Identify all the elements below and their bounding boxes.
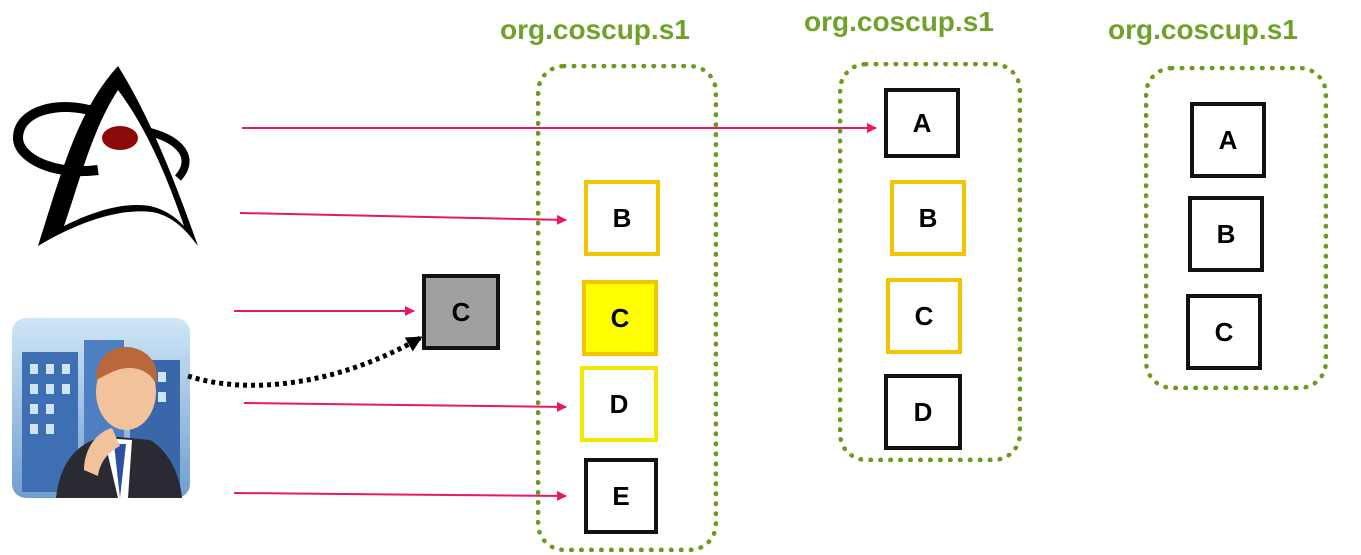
group-3-box-A: A	[1190, 102, 1266, 178]
group-1-box-C: C	[582, 280, 658, 356]
group-1-box-D: D	[580, 366, 658, 442]
arrow-person-to-D	[243, 401, 567, 412]
group-3-title: org.coscup.s1	[1108, 14, 1298, 45]
thinking-businessman-icon	[12, 318, 190, 498]
group-1-box-B: B	[584, 180, 660, 256]
group-2-box-B: B	[890, 180, 966, 256]
group-1-container	[536, 64, 718, 552]
arrow-person-to-E	[233, 490, 567, 501]
group-1-box-E: E	[584, 458, 658, 534]
dotted-arrow-person-to-C	[187, 335, 423, 388]
arrow-duke-to-B	[239, 212, 567, 225]
java-duke-icon	[12, 66, 198, 246]
group-3-container	[1144, 66, 1328, 390]
group-3-box-C: C	[1186, 294, 1262, 370]
group-1-title: org.coscup.s1	[500, 14, 690, 45]
group-2-box-C: C	[886, 278, 962, 354]
group-3-box-B: B	[1188, 196, 1264, 272]
group-2-box-D: D	[884, 374, 962, 450]
group-2-container	[838, 62, 1022, 462]
group-2-title: org.coscup.s1	[804, 6, 994, 37]
group-2-box-A: A	[884, 88, 960, 158]
floating-box-C: C	[422, 274, 500, 350]
